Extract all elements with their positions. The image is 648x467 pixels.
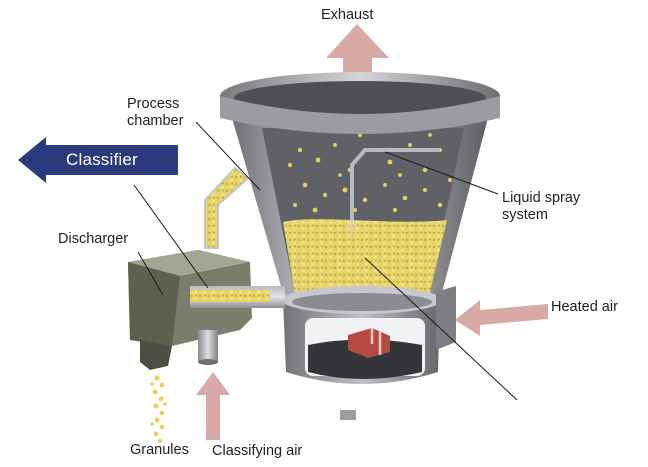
leader-granule-bed xyxy=(364,257,518,401)
discharger-front xyxy=(128,262,180,346)
spray-nozzle xyxy=(345,219,359,234)
chamber-rim-band xyxy=(220,96,500,134)
heated-air-arrow xyxy=(455,300,548,336)
classifier-label: Classifier xyxy=(66,150,138,169)
leader-classifier xyxy=(133,184,209,289)
leader-liquid-spray xyxy=(384,151,499,195)
heated-air-label: Heated air xyxy=(551,299,618,315)
classifying-air-arrow xyxy=(196,372,230,440)
bottom-stub xyxy=(340,410,356,420)
exhaust-arrow xyxy=(326,24,389,108)
plenum-rim-inner xyxy=(292,293,432,311)
heater-element-highlight xyxy=(370,328,382,355)
recycle-pipe xyxy=(204,166,250,249)
process-chamber-label: Process chamber xyxy=(127,96,184,129)
classifier-arrow xyxy=(18,137,178,183)
leader-discharger xyxy=(137,251,164,296)
classifying-air-label: Classifying air xyxy=(212,443,303,459)
discharger-label: Discharger xyxy=(58,231,129,247)
chamber-top-opening xyxy=(234,81,486,115)
discharge-pipe-granules xyxy=(190,290,270,302)
falling-granules xyxy=(150,375,167,444)
exhaust-label: Exhaust xyxy=(321,7,374,23)
granule-bed xyxy=(283,219,447,300)
classifying-air-pipe-end xyxy=(198,359,218,365)
liquid-spray-pipe xyxy=(350,148,440,220)
granules-label: Granules xyxy=(130,442,189,458)
plenum-side-flange xyxy=(436,286,456,350)
liquid-spray-system-label: Liquid spray system xyxy=(502,190,581,223)
leader-process-chamber xyxy=(195,121,261,191)
classifying-air-pipe xyxy=(198,330,218,362)
plenum-window-dark xyxy=(308,339,422,379)
discharger-top xyxy=(128,250,250,276)
discharger-hopper xyxy=(140,340,172,370)
